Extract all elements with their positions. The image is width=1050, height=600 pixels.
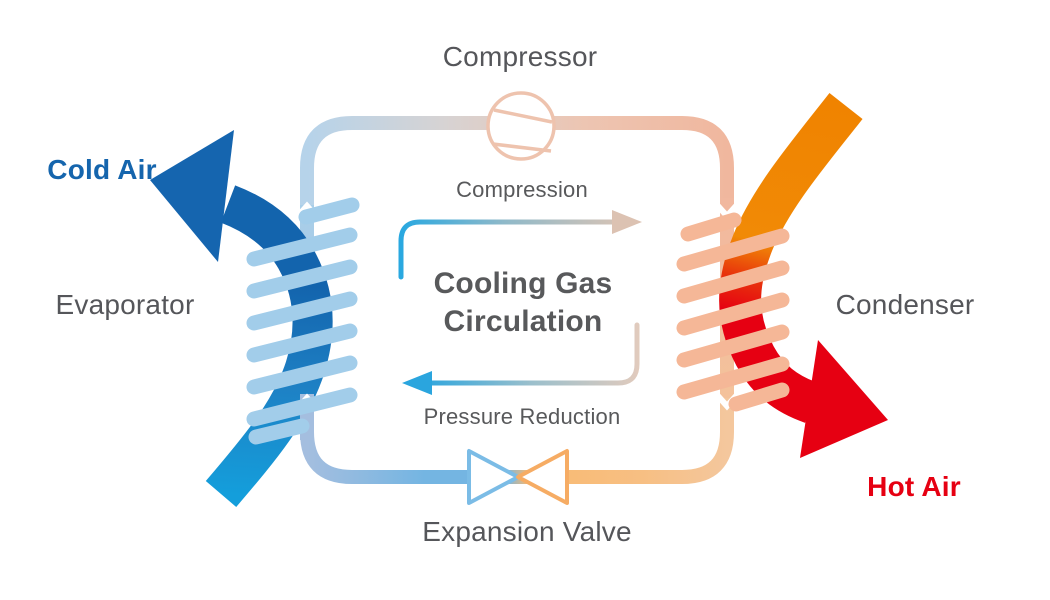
compression-label: Compression [456,177,588,202]
cold-air-label: Cold Air [47,154,157,185]
expansion-valve-label: Expansion Valve [422,516,632,547]
evaporator-coil-icon [246,197,360,445]
circulation-title: Cooling Gas Circulation [434,265,613,341]
evaporator-label: Evaporator [55,289,195,320]
hot-air-label: Hot Air [867,471,961,502]
circulation-title-line1: Cooling Gas [433,267,613,300]
circulation-title-line2: Circulation [443,305,603,338]
cold-air-arrowhead [150,130,234,262]
compression-arrow-icon [398,210,642,280]
expansion-valve-icon [467,449,569,505]
pressure-reduction-label: Pressure Reduction [423,404,621,429]
compressor-label: Compressor [442,41,598,72]
compressor-icon [486,91,556,161]
condenser-coil-icon [676,212,790,412]
pressure-reduction-arrow-icon [402,322,640,395]
hot-air-arrowhead [800,340,888,458]
condenser-label: Condenser [835,289,975,320]
